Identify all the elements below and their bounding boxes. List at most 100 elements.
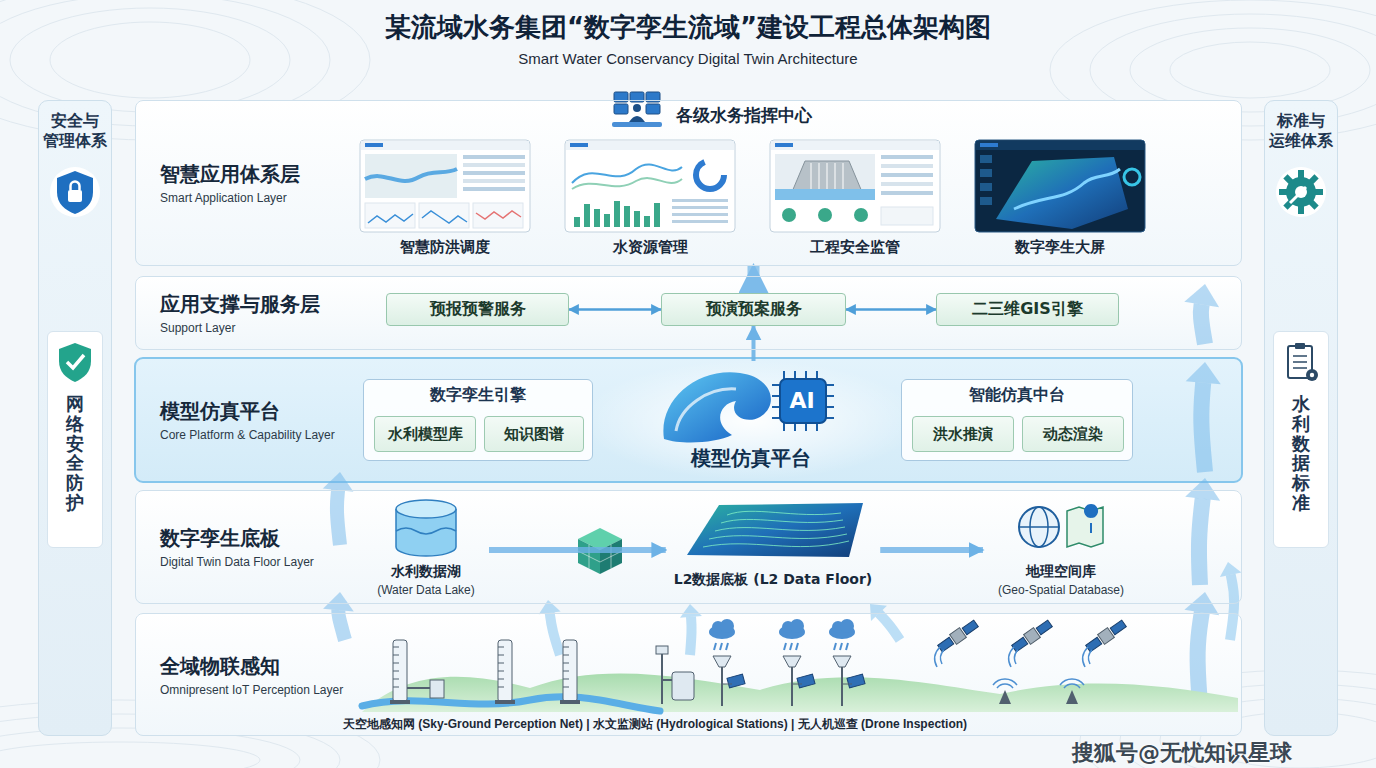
- station-pole: [661, 648, 663, 704]
- group-title: 智能仿真中台: [969, 385, 1065, 406]
- cloud-icon: [840, 619, 854, 633]
- iot-illustration: [362, 618, 1238, 712]
- satellite-panel: [1086, 637, 1102, 652]
- service-label: 预报预警服务: [430, 299, 526, 320]
- module-group: 洪水推演动态渲染智能仿真中台: [901, 379, 1133, 461]
- station-head: [656, 646, 668, 654]
- app-screen: 水资源管理: [564, 139, 736, 261]
- clipboard-line: [1293, 361, 1307, 363]
- topo-line: [50, 22, 250, 98]
- chart-card: [881, 207, 933, 225]
- module-group: 水利模型库知识图谱数字孪生引擎: [363, 379, 593, 461]
- flow-arrow: [338, 610, 345, 640]
- satellite-body: [1024, 628, 1041, 645]
- panel-title: 标准与 运维体系: [1268, 111, 1334, 151]
- cube-face: [600, 539, 622, 574]
- satellite-panel: [938, 637, 954, 652]
- table-row: [672, 213, 728, 216]
- screen-logo: [980, 143, 998, 147]
- flow-arrow: [879, 613, 900, 640]
- screen-icon: [646, 104, 660, 114]
- hud-gauge: [1124, 169, 1140, 185]
- lake-wave: [396, 528, 456, 534]
- module-label: 知识图谱: [504, 425, 564, 444]
- bar-chart: [654, 203, 660, 227]
- app-screen: 智慧防洪调度: [359, 139, 531, 261]
- satellite: [1011, 618, 1054, 653]
- band-ground: [135, 100, 1242, 266]
- screen-logo: [570, 143, 588, 147]
- perception-caption: 天空地感知网 (Sky-Ground Perception Net) | 水文监…: [343, 716, 967, 733]
- layer-subtitle: Support Layer: [160, 321, 320, 335]
- solar-panel: [797, 674, 815, 688]
- screen-caption: 工程安全监管: [810, 238, 900, 257]
- gauge-tick: [563, 671, 569, 672]
- gauge-pole: [841, 667, 843, 706]
- connector: [748, 266, 760, 293]
- clipboard-line: [1293, 367, 1307, 369]
- screen-caption: 智慧防洪调度: [400, 238, 490, 257]
- connector: [489, 547, 666, 553]
- rain-drop: [790, 643, 792, 650]
- signal-arc: [1088, 650, 1092, 664]
- topo-line: [1170, 42, 1330, 98]
- data-store: 水利数据湖(Water Data Lake): [363, 497, 489, 603]
- screen-mockup: [359, 139, 531, 233]
- screen-header: [566, 141, 734, 150]
- gauge-base: [495, 700, 515, 704]
- rain-funnel: [783, 656, 801, 667]
- gauge-pole: [721, 667, 723, 706]
- signal-arc: [1083, 647, 1088, 667]
- panel-inner-icon: [1281, 340, 1321, 384]
- side-panel: 标准与 运维体系水利数据标准: [1264, 100, 1338, 736]
- rain-drop: [840, 643, 842, 650]
- label-holder: 搜狐号@无忧知识星球: [1072, 738, 1292, 768]
- chip-pin: [826, 417, 834, 419]
- data-store: 地理空间库(Geo-Spatial Database): [983, 497, 1139, 603]
- group-title: 数字孪生引擎: [430, 385, 526, 406]
- gauge-tick: [563, 687, 569, 688]
- gauge-tick: [563, 655, 569, 656]
- connector: [752, 326, 756, 361]
- chart-card: [419, 203, 469, 228]
- flow-arrow: [1201, 383, 1205, 472]
- core-icon: [656, 361, 846, 445]
- gear-tooth: [1279, 189, 1287, 195]
- command-center-label: 各级水务指挥中心: [676, 104, 812, 127]
- screen-caption: 数字孪生大屏: [1015, 238, 1105, 257]
- topo-line: [10, 8, 290, 112]
- table-row: [463, 155, 525, 159]
- screen-mockup: [564, 139, 736, 233]
- dam-scene: [775, 154, 875, 200]
- screen-caption: 水资源管理: [613, 238, 688, 257]
- table-row: [463, 163, 525, 167]
- signal-tower: [999, 690, 1011, 704]
- data-store: L2数据底板 (L2 Data Floor): [666, 497, 880, 603]
- panel-arm: [842, 684, 852, 685]
- station-box: [430, 680, 444, 698]
- band-heading: 应用支撑与服务层Support Layer: [160, 291, 320, 335]
- solar-panel: [727, 674, 745, 688]
- gear-tooth: [1298, 170, 1304, 178]
- bar-chart: [614, 201, 620, 227]
- band-ground: [135, 276, 1242, 350]
- side-panel: 安全与 管理体系网络安全防护: [38, 100, 112, 736]
- terrain-floor: [687, 503, 863, 557]
- flow-arrow: [1201, 305, 1205, 344]
- gauge-tick: [498, 687, 504, 688]
- pipe: [407, 687, 432, 689]
- store-subtitle: (Geo-Spatial Database): [998, 583, 1124, 597]
- screen-logo: [365, 143, 383, 147]
- table-row: [463, 171, 525, 175]
- title-holder: 某流域水务集团“数字孪生流域”建设工程总体架构图: [385, 10, 991, 45]
- chip-pin: [826, 406, 834, 408]
- cloud-icon: [720, 619, 734, 633]
- layer-band: 水利数据湖(Water Data Lake) L2数据底板 (L2 Data Fl…: [135, 490, 1242, 604]
- bar-chart: [624, 206, 630, 227]
- topo-line: [0, 742, 260, 768]
- lake-top: [396, 500, 456, 518]
- service-label: 预演预案服务: [706, 299, 802, 320]
- store-subtitle: (Water Data Lake): [377, 583, 475, 597]
- hud-panel: [980, 155, 992, 163]
- chart-line: [572, 164, 682, 183]
